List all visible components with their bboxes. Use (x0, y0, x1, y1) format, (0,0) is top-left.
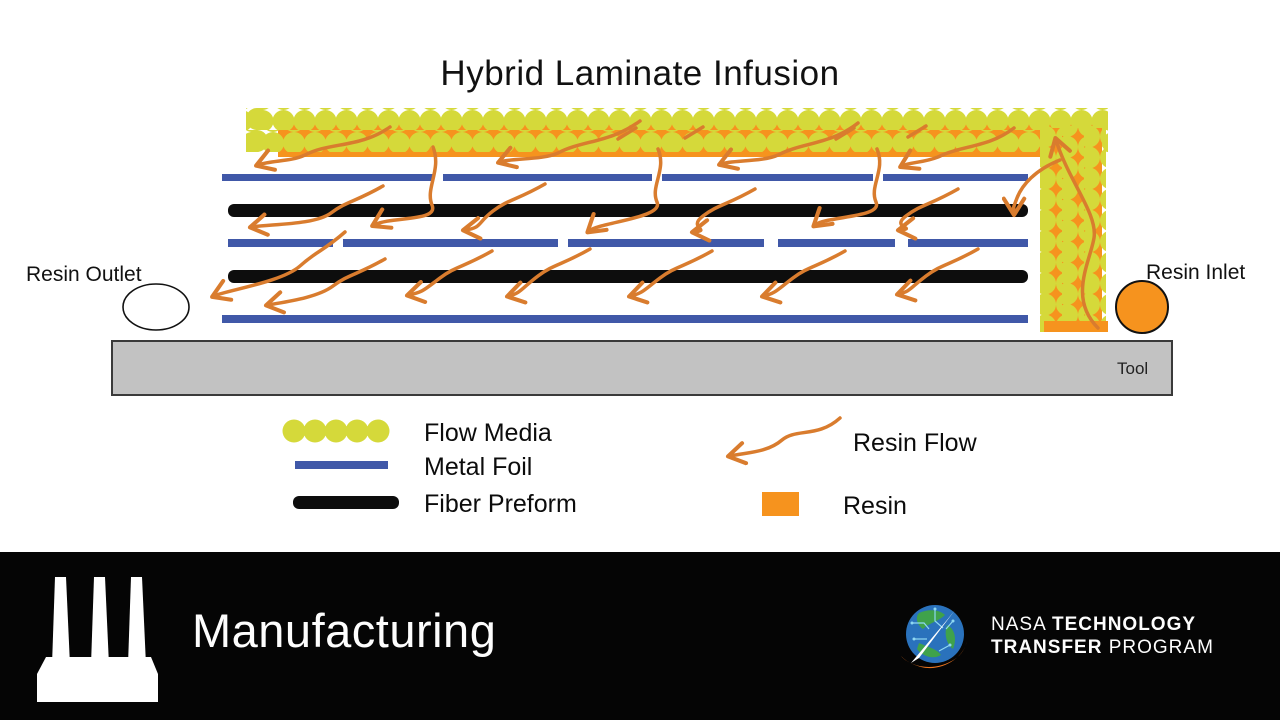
resin-inlet-label: Resin Inlet (1146, 261, 1246, 284)
resin-flow-arrows (210, 119, 1100, 330)
legend-flow-media-icon (282, 419, 390, 443)
logo-line-1: NASA TECHNOLOGY (991, 614, 1197, 635)
tool-label: Tool (1117, 359, 1149, 378)
category-title: Manufacturing (192, 604, 497, 657)
nasa-ttp-logo: NASA TECHNOLOGY TRANSFER PROGRAM (899, 601, 1214, 671)
resin-inlet-port (1115, 280, 1169, 334)
legend-resin-label: Resin (843, 492, 907, 520)
diagram-title: Hybrid Laminate Infusion (440, 54, 840, 93)
flow-media-strip (246, 108, 1108, 157)
legend-resin-icon (762, 492, 799, 516)
infusion-diagram (111, 108, 1173, 516)
resin-feed-strip (1044, 321, 1108, 332)
flow-media-column (1040, 126, 1108, 332)
logo-line-2: TRANSFER PROGRAM (991, 637, 1214, 658)
legend-fiber-preform-icon (293, 496, 399, 509)
footer-banner: Manufacturing (0, 552, 1280, 720)
metal-foil-layers (222, 174, 1028, 323)
legend-resin-flow-icon (725, 416, 842, 466)
resin-outlet-port (122, 283, 190, 331)
legend-fiber-preform-label: Fiber Preform (424, 490, 577, 518)
legend-resin-flow-label: Resin Flow (853, 429, 977, 457)
legend-metal-foil-label: Metal Foil (424, 453, 533, 481)
resin-outlet-label: Resin Outlet (26, 263, 142, 286)
tool-plate (111, 340, 1173, 396)
nasa-ttp-wordmark: NASA TECHNOLOGY TRANSFER PROGRAM (991, 613, 1214, 659)
legend-metal-foil-icon (295, 461, 388, 469)
nasa-globe-icon (901, 605, 967, 669)
legend-flow-media-label: Flow Media (424, 419, 552, 447)
factory-icon (37, 577, 158, 702)
